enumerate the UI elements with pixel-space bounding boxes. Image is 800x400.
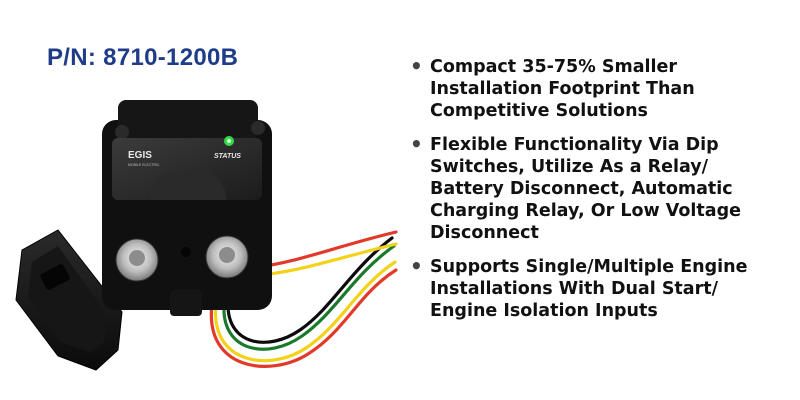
terminal-cover: [15, 229, 123, 371]
feature-line: Installations With Dual Start/: [430, 279, 718, 299]
brand-logo-text: EGIS: [128, 150, 152, 161]
feature-item-functionality: • Flexible Functionality Via Dip Switche…: [408, 132, 793, 244]
feature-item-footprint: • Compact 35-75% Smaller Installation Fo…: [408, 54, 793, 122]
feature-line: Switches, Utilize As a Relay/: [430, 157, 709, 177]
feature-line: Compact 35-75% Smaller: [430, 57, 678, 77]
product-image: EGIS MOBILE ELECTRIC STATUS: [15, 100, 398, 371]
brand-subtext: MOBILE ELECTRIC: [128, 163, 160, 167]
feature-line: Flexible Functionality Via Dip: [430, 135, 719, 155]
part-number-title: P/N: 8710-1200B: [47, 44, 239, 71]
feature-line: Supports Single/Multiple Engine: [430, 257, 748, 277]
bullet-icon: •: [410, 254, 423, 278]
wire-white: [218, 252, 396, 357]
feature-line: Battery Disconnect, Automatic: [430, 179, 733, 199]
wire-green: [222, 244, 396, 351]
feature-line: Charging Relay, Or Low Voltage: [430, 201, 741, 221]
bullet-icon: •: [410, 132, 423, 156]
bullet-icon: •: [410, 54, 423, 78]
terminal-bolt-left: [115, 238, 159, 282]
wire-harness: [209, 230, 398, 368]
feature-line: Engine Isolation Inputs: [430, 301, 658, 321]
feature-list: • Compact 35-75% Smaller Installation Fo…: [408, 54, 793, 334]
feature-line: Installation Footprint Than: [430, 79, 695, 99]
terminal-bolt-right: [205, 235, 249, 279]
wire-black: [226, 236, 394, 344]
device-housing: EGIS MOBILE ELECTRIC STATUS: [102, 100, 272, 316]
feature-line: Competitive Solutions: [430, 101, 648, 121]
wire-yellow: [214, 260, 397, 363]
feature-line: Disconnect: [430, 223, 539, 243]
feature-item-engine-support: • Supports Single/Multiple Engine Instal…: [408, 254, 793, 322]
status-label: STATUS: [214, 153, 241, 160]
wire-red: [209, 268, 398, 368]
